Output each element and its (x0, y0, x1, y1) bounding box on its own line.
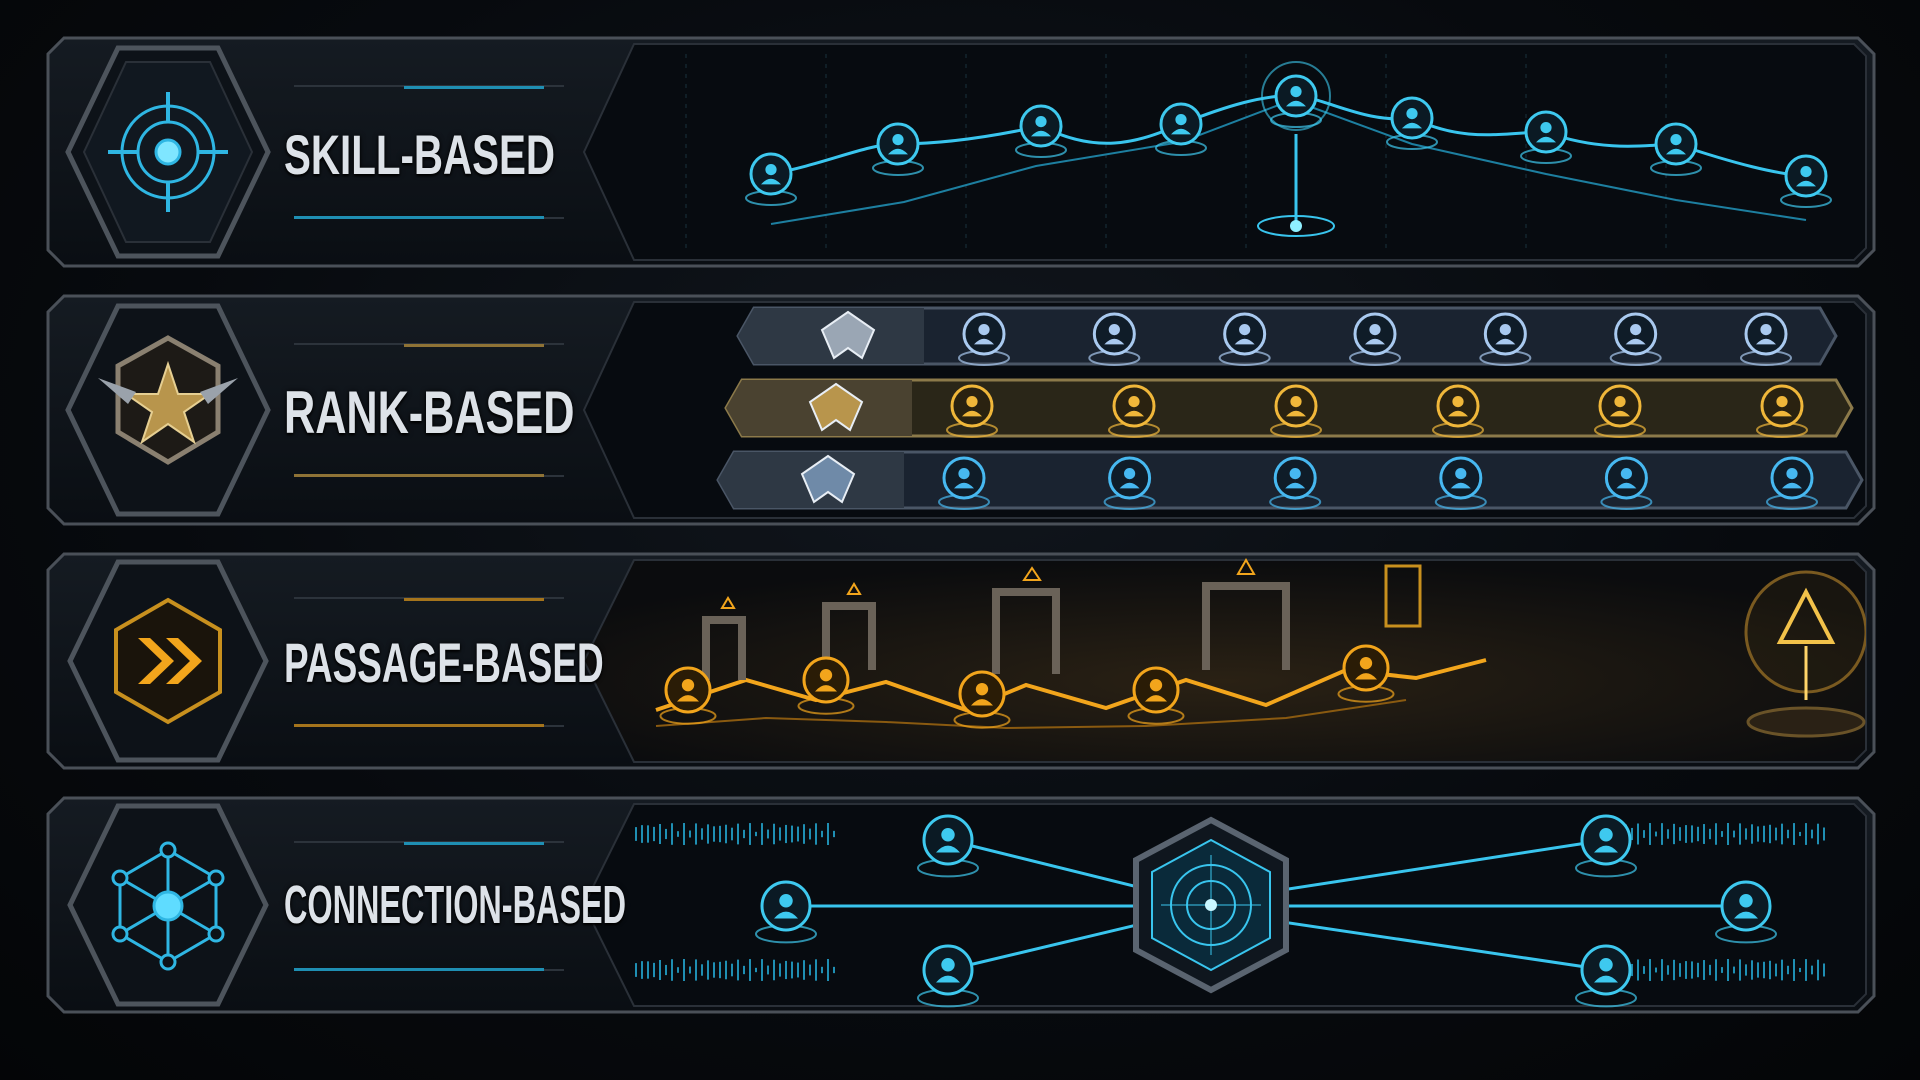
blue-rank-badge-icon (800, 454, 856, 504)
player-avatar-icon (1766, 456, 1818, 510)
accent-line-top (404, 842, 544, 845)
player-avatar-icon (1780, 154, 1832, 208)
player-avatar-icon (917, 944, 979, 1008)
player-avatar-icon (1270, 74, 1322, 128)
player-avatar-icon (745, 152, 797, 206)
player-avatar-icon (1337, 644, 1395, 703)
accent-line-top (404, 86, 544, 89)
player-avatar-icon (1520, 110, 1572, 164)
double-chevron-icon (138, 638, 202, 684)
panel-frame (46, 36, 1876, 268)
accent-line-bottom (294, 474, 544, 477)
player-avatar-icon (1127, 666, 1185, 725)
accent-line-bottom (294, 216, 544, 219)
rank-emblem (65, 303, 271, 517)
mode-title: SKILL-BASED (284, 123, 556, 186)
player-avatar-icon (958, 312, 1010, 366)
skill-emblem (65, 45, 271, 259)
accent-line-bottom (294, 724, 544, 727)
player-avatar-icon (1015, 104, 1067, 158)
player-avatar-icon (1594, 384, 1646, 438)
skill-based-panel[interactable]: SKILL-BASED (44, 34, 1878, 270)
rank-tiers-visual (716, 306, 1864, 510)
player-avatar-icon (953, 670, 1011, 729)
player-avatar-icon (1479, 312, 1532, 366)
accent-line-top (404, 598, 544, 601)
player-avatar-icon (1609, 312, 1662, 366)
crosshair-icon (108, 92, 228, 212)
player-avatar-icon (1108, 384, 1160, 438)
player-avatar-icon (1270, 384, 1322, 438)
rank-based-panel[interactable]: RANK-BASED (44, 292, 1878, 528)
player-avatar-icon (1650, 122, 1702, 176)
player-avatar-icon (1269, 456, 1322, 510)
featured-player-halo (1261, 61, 1331, 131)
player-avatar-icon (1155, 102, 1207, 156)
connection-network-visual (635, 814, 1825, 1008)
player-avatar-icon (1575, 944, 1637, 1008)
connection-emblem (67, 803, 269, 1007)
player-avatar-icon (1715, 880, 1777, 944)
player-avatar-icon (1103, 456, 1156, 510)
panel-frame (46, 552, 1876, 770)
player-avatar-icon (872, 122, 924, 176)
accent-line-top (404, 344, 544, 347)
player-avatar-icon (946, 384, 998, 438)
skill-curve-visual (685, 54, 1832, 254)
rank-tier-row[interactable] (716, 450, 1864, 510)
player-avatar-icon (1434, 456, 1487, 510)
network-hub-icon (111, 841, 225, 971)
mode-title: PASSAGE-BASED (284, 631, 604, 694)
passage-emblem (67, 559, 269, 763)
player-avatar-icon (659, 666, 717, 725)
silver-rank-badge-icon (820, 310, 876, 360)
player-avatar-icon (938, 456, 990, 510)
player-avatar-icon (1386, 96, 1438, 150)
passage-based-panel[interactable]: PASSAGE-BASED (44, 550, 1878, 772)
connection-based-panel[interactable]: CONNECTION-BASED (44, 794, 1878, 1016)
rank-tier-row[interactable] (736, 306, 1838, 366)
passage-path-visual (655, 557, 1866, 738)
player-avatar-icon (1740, 312, 1792, 366)
rank-star-icon (98, 335, 238, 465)
player-avatar-icon (755, 880, 817, 944)
player-avatar-icon (797, 656, 855, 715)
rank-tier-row[interactable] (724, 378, 1854, 438)
mode-title: RANK-BASED (284, 379, 575, 446)
accent-line-bottom (294, 968, 544, 971)
gold-rank-badge-icon (808, 382, 864, 432)
central-hub-icon (1133, 816, 1289, 994)
player-avatar-icon (1218, 312, 1271, 366)
passage-goal-beacon (1744, 570, 1866, 738)
player-avatar-icon (1600, 456, 1653, 510)
player-avatar-icon (1432, 384, 1484, 438)
mode-title: CONNECTION-BASED (284, 875, 627, 935)
player-avatar-icon (1088, 312, 1141, 366)
player-avatar-icon (917, 814, 979, 878)
player-avatar-icon (1756, 384, 1808, 438)
player-avatar-icon (1575, 814, 1637, 878)
player-avatar-icon (1349, 312, 1401, 366)
